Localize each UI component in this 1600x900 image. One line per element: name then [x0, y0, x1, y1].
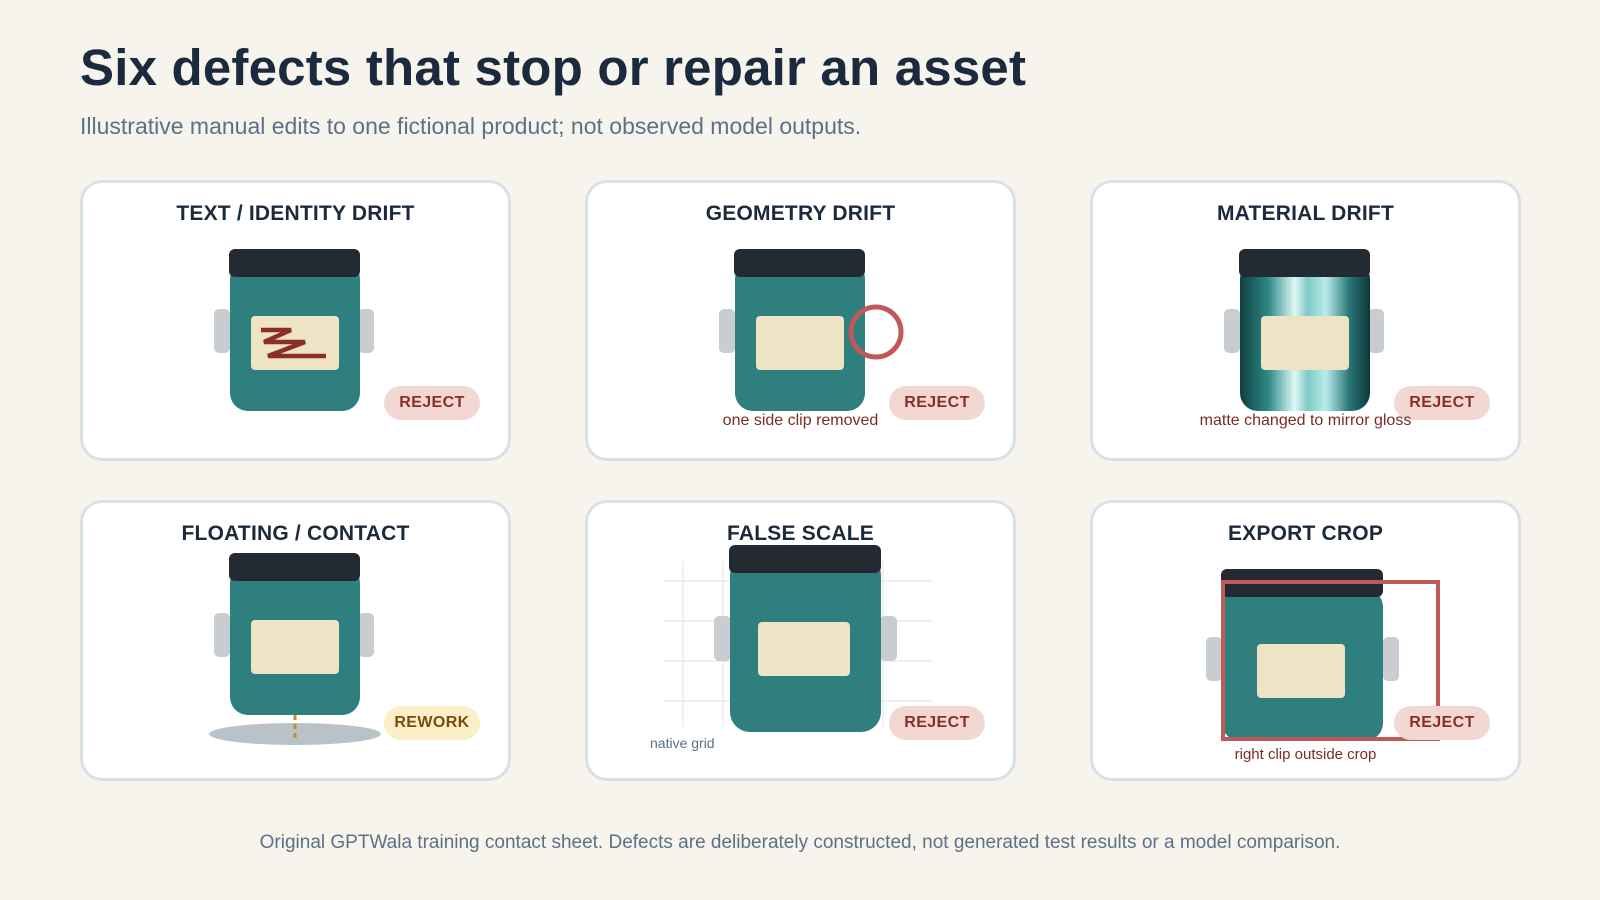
card-title: GEOMETRY DRIFT — [705, 202, 896, 225]
right-side-clip — [1368, 309, 1384, 353]
defect-note: right clip outside crop — [1234, 746, 1377, 763]
page-subtitle: Illustrative manual edits to one fiction… — [80, 113, 862, 139]
card-false-scale: FALSE SCALE native grid REJECT — [585, 500, 1016, 781]
jar-illustration — [214, 249, 374, 411]
jar-lid — [734, 249, 865, 277]
defect-note: one side clip removed — [722, 412, 879, 429]
jar-illustration — [1206, 569, 1440, 741]
missing-clip-marker — [848, 304, 904, 360]
jar-label — [1257, 644, 1345, 698]
defect-note: matte changed to mirror gloss — [1199, 412, 1412, 429]
jar-label — [251, 620, 339, 674]
right-side-clip — [358, 309, 374, 353]
jar-illustration — [1224, 249, 1384, 411]
jar-label — [758, 622, 850, 676]
card-text-identity-drift: TEXT / IDENTITY DRIFT REJECT — [80, 180, 511, 461]
left-side-clip — [1224, 309, 1240, 353]
footer-note: Original GPTWala training contact sheet.… — [259, 832, 1341, 853]
card-material-drift: MATERIAL DRIFT REJECT matte changed to m… — [1090, 180, 1521, 461]
card-title: TEXT / IDENTITY DRIFT — [176, 202, 415, 225]
reject-badge: REJECT — [889, 386, 985, 420]
scrambled-label-glyph — [261, 327, 326, 359]
jar-label — [1261, 316, 1349, 370]
reject-badge: REJECT — [889, 706, 985, 740]
jar-lid — [229, 249, 360, 277]
card-geometry-drift: GEOMETRY DRIFT REJECT one side clip remo… — [585, 180, 1016, 461]
jar-illustration — [719, 249, 904, 411]
left-side-clip — [714, 616, 731, 661]
card-title: FALSE SCALE — [727, 522, 874, 545]
crop-frame — [1221, 580, 1440, 741]
reject-badge: REJECT — [1394, 386, 1490, 420]
right-side-clip — [880, 616, 897, 661]
right-side-clip — [358, 613, 374, 657]
reject-badge: REJECT — [384, 386, 480, 420]
jar-lid — [1239, 249, 1370, 277]
left-side-clip — [214, 613, 230, 657]
left-side-clip — [1206, 637, 1222, 681]
grid-label: native grid — [650, 735, 715, 751]
jar-lid — [729, 545, 881, 573]
jar-label — [756, 316, 844, 370]
reject-badge: REJECT — [1394, 706, 1490, 740]
card-export-crop: EXPORT CROP REJECT right clip outside cr… — [1090, 500, 1521, 781]
page-title: Six defects that stop or repair an asset — [80, 39, 1027, 96]
rework-badge: REWORK — [384, 706, 480, 740]
card-title: EXPORT CROP — [1227, 522, 1384, 545]
right-side-clip — [1383, 637, 1399, 681]
jar-illustration — [209, 553, 381, 745]
card-title: MATERIAL DRIFT — [1216, 202, 1394, 225]
jar-lid — [229, 553, 360, 581]
card-title: FLOATING / CONTACT — [181, 522, 410, 545]
card-floating-contact: FLOATING / CONTACT REWORK — [80, 500, 511, 781]
left-side-clip — [719, 309, 735, 353]
jar-illustration — [663, 545, 933, 732]
left-side-clip — [214, 309, 230, 353]
